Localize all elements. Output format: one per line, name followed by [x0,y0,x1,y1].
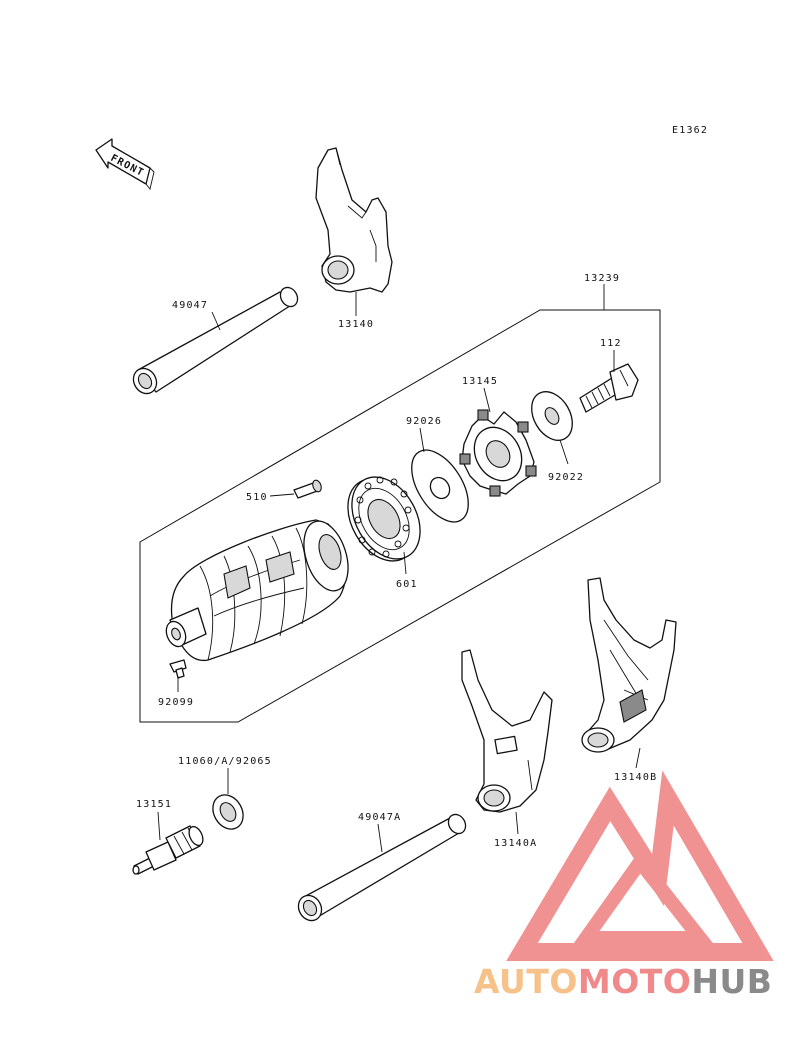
washer-92022 [531,391,573,441]
watermark-text: AUTOMOTOHUB [474,962,772,1001]
label-13239: 13239 [584,273,620,284]
bolt-112 [579,363,639,413]
shift-rod-49047A [297,813,467,922]
label-49047A: 49047A [358,812,401,823]
label-92026: 92026 [406,416,442,427]
label-49047: 49047 [172,300,208,311]
watermark-auto: AUTO [474,962,578,1001]
label-601: 601 [396,579,418,590]
automotohub-logo [506,770,774,961]
diagram-code: E1362 [672,125,708,136]
label-92099: 92099 [158,697,194,708]
shift-fork-13140B [581,577,677,753]
watermark-moto: MOTO [578,962,691,1001]
neutral-switch-13151 [132,825,204,875]
shift-drum [165,519,349,661]
shift-rod-49047 [132,286,299,395]
label-13151: 13151 [136,799,172,810]
label-13140: 13140 [338,319,374,330]
front-arrow-icon: FRONT [95,138,155,191]
assembly-frame [139,309,661,723]
shift-fork-13140 [315,147,393,293]
shift-drum-pin-plate-13145 [459,409,537,497]
label-13145: 13145 [462,376,498,387]
watermark-triangle-inner [572,850,715,945]
label-13140A: 13140A [494,838,537,849]
label-11060: 11060/A/92065 [178,756,272,767]
plate-92026 [411,449,469,523]
label-13140B: 13140B [614,772,657,783]
label-510: 510 [246,492,268,503]
screw-92099 [169,659,187,679]
watermark-triangle-outer [506,770,774,961]
watermark-hub: HUB [691,962,772,1001]
shift-fork-13140A [461,649,553,813]
ball-bearing-601 [347,476,421,562]
pin-510 [293,479,322,499]
gasket-11060 [212,794,244,830]
label-112: 112 [600,338,622,349]
label-92022: 92022 [548,472,584,483]
